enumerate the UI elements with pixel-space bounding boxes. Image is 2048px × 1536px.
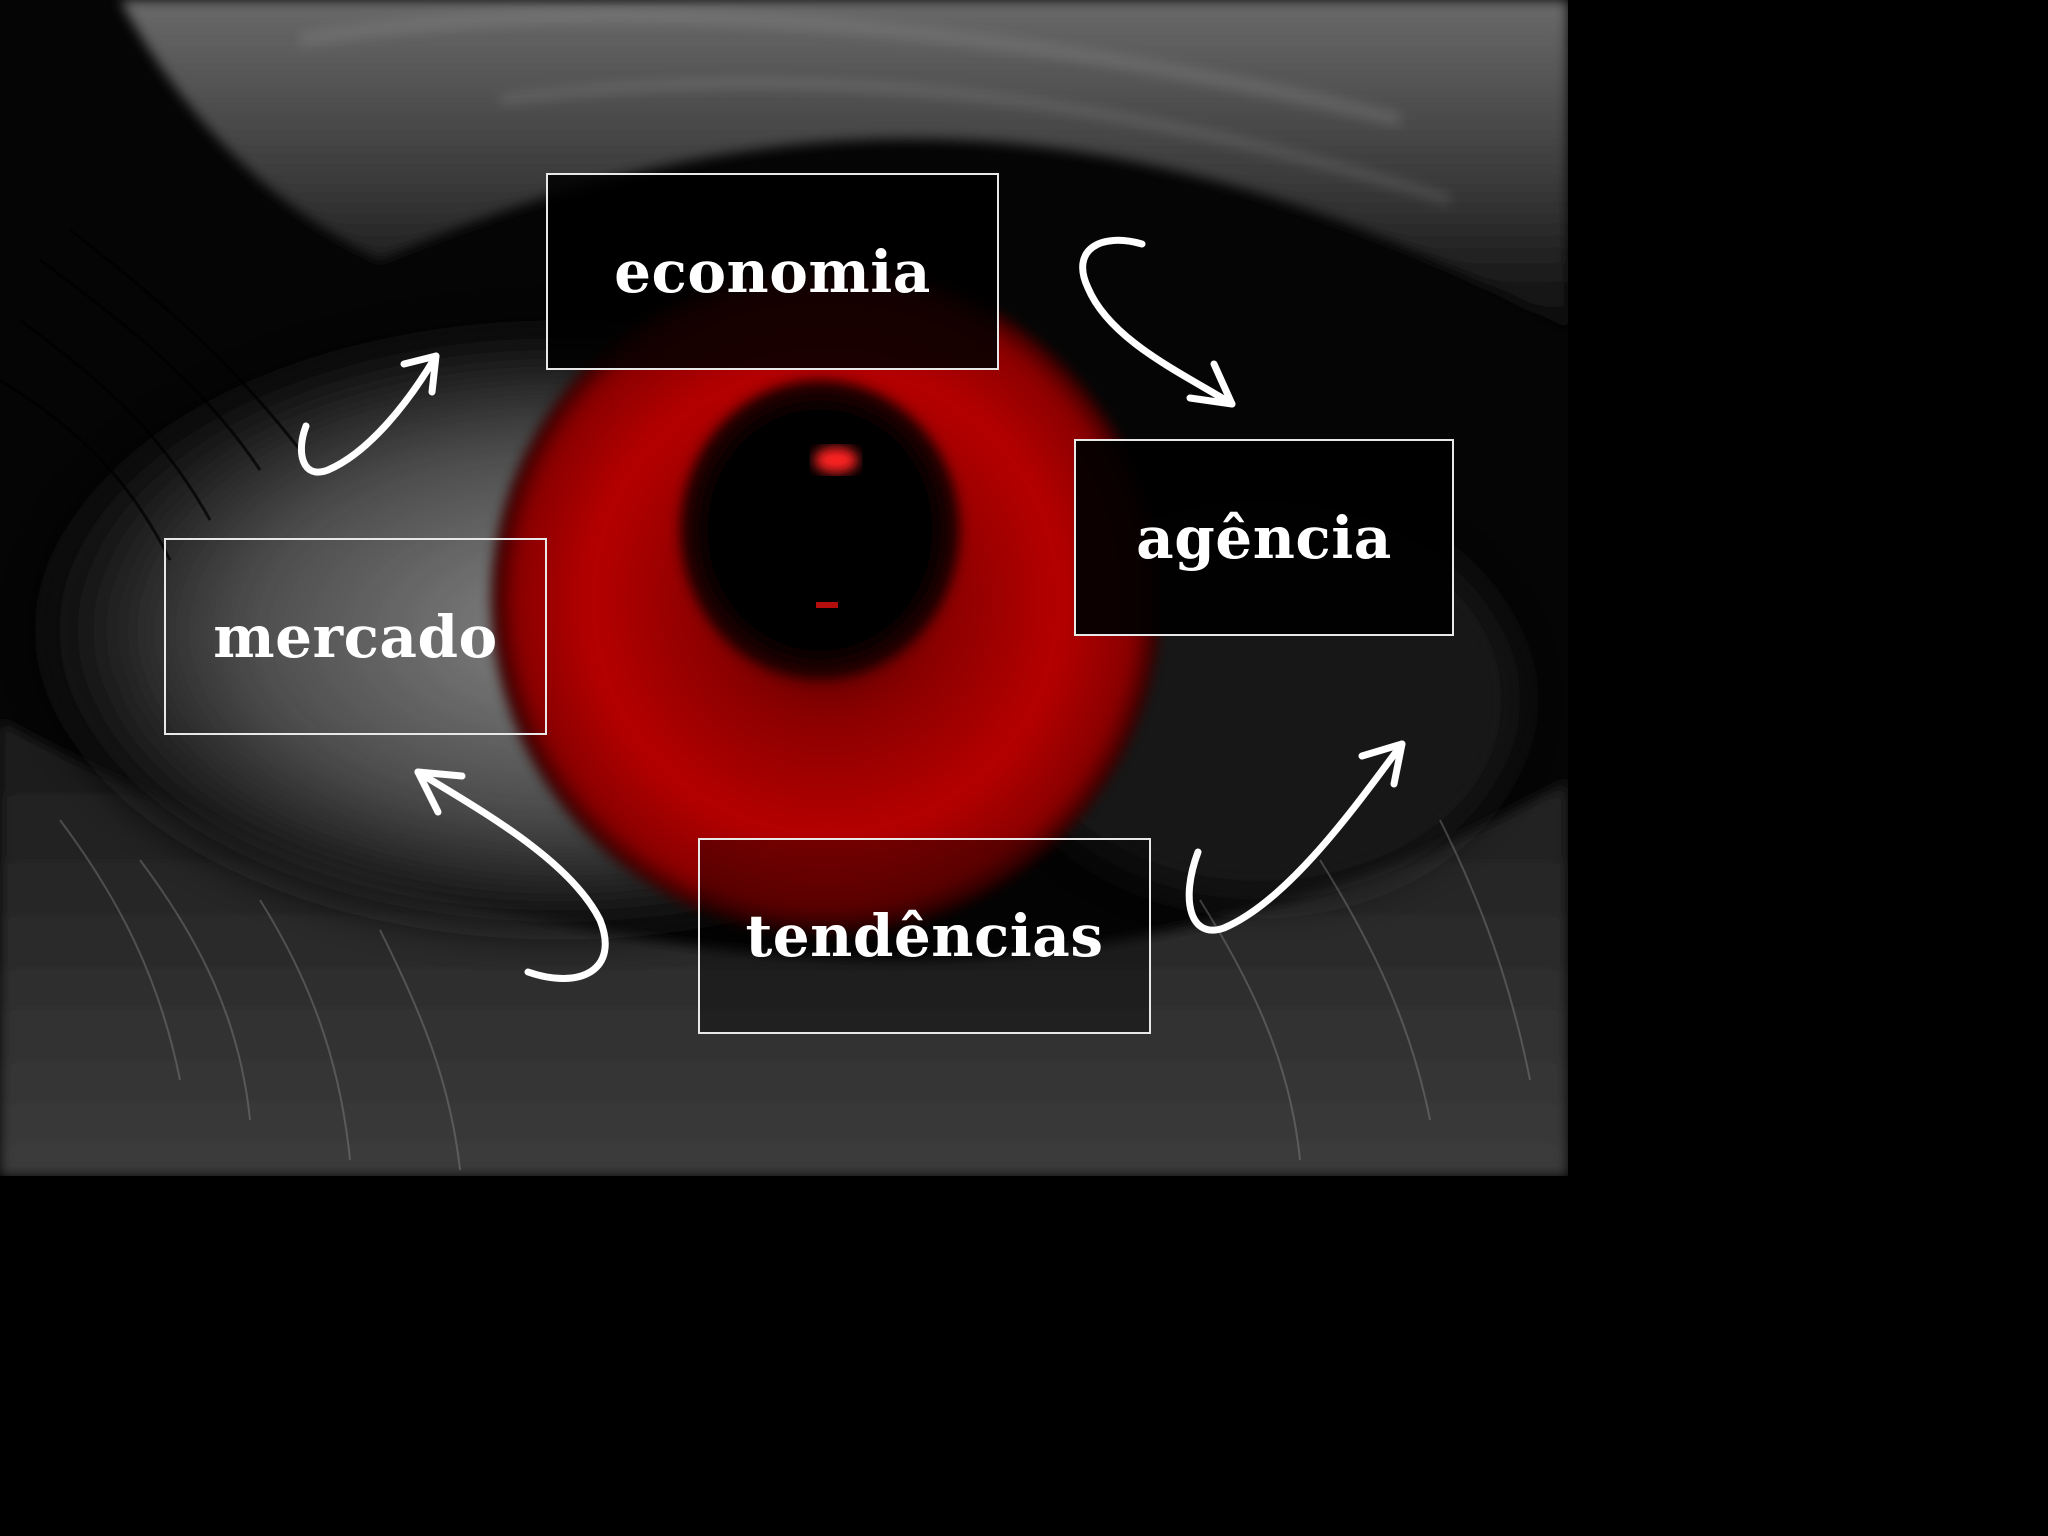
node-agencia: agência — [1074, 439, 1454, 636]
diagram-canvas: economia agência tendências mercado — [0, 0, 1568, 1176]
node-mercado-label: mercado — [213, 602, 498, 671]
node-economia: economia — [546, 173, 999, 370]
node-mercado: mercado — [164, 538, 547, 735]
node-tendencias: tendências — [698, 838, 1151, 1034]
node-economia-label: economia — [614, 237, 931, 306]
node-agencia-label: agência — [1136, 503, 1392, 572]
node-tendencias-label: tendências — [745, 902, 1104, 970]
